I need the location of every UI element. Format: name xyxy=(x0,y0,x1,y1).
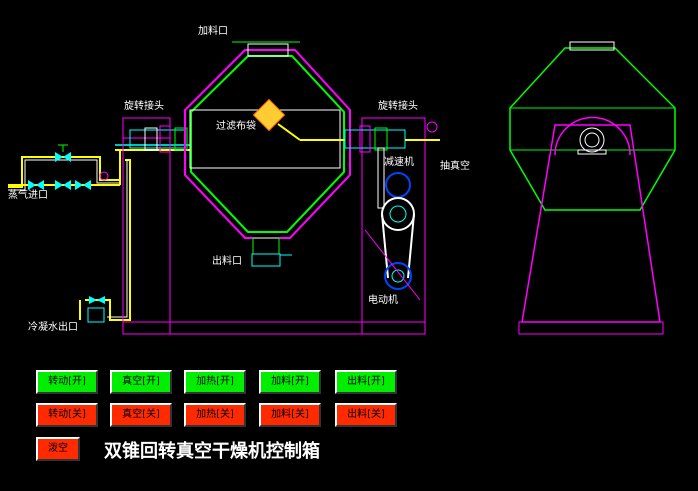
feed-port-label: 加料口 xyxy=(198,26,228,37)
heat-off-button[interactable]: 加热[关] xyxy=(184,403,246,427)
rotary-joint-left-label: 旋转接头 xyxy=(124,101,164,112)
side-view xyxy=(509,41,676,335)
evacuate-button[interactable]: 泼空 xyxy=(36,437,80,461)
discharge-off-button[interactable]: 出料[关] xyxy=(335,403,397,427)
feed-on-button[interactable]: 加料[开] xyxy=(259,370,321,394)
feed-off-button[interactable]: 加料[关] xyxy=(259,403,321,427)
rotary-joint-right-label: 旋转接头 xyxy=(378,101,418,112)
page-title: 双锥回转真空干燥机控制箱 xyxy=(104,441,320,462)
motor-icon xyxy=(364,213,421,301)
double-cone-vessel xyxy=(184,41,351,267)
right-support xyxy=(169,117,426,335)
vacuum-pump-label: 抽真空 xyxy=(440,161,470,172)
rotate-off-button[interactable]: 转动[关] xyxy=(36,403,98,427)
vacuum-on-button[interactable]: 真空[开] xyxy=(110,370,172,394)
steam-inlet-label: 蒸气进口 xyxy=(8,190,48,201)
condensate-outlet-label: 冷凝水出口 xyxy=(28,322,78,333)
vacuum-off-button[interactable]: 真空[关] xyxy=(110,403,172,427)
filter-bag-icon xyxy=(252,98,345,141)
rotary-joint-right xyxy=(344,121,440,153)
discharge-on-button[interactable]: 出料[开] xyxy=(335,370,397,394)
heat-on-button[interactable]: 加热[开] xyxy=(184,370,246,394)
reducer-label: 减速机 xyxy=(384,157,414,168)
rotate-on-button[interactable]: 转动[开] xyxy=(36,370,98,394)
rotary-joint-left xyxy=(129,125,188,153)
filter-bag-label: 过滤布袋 xyxy=(216,121,256,132)
discharge-port-label: 出料口 xyxy=(212,256,242,267)
motor-label: 电动机 xyxy=(368,295,398,306)
valve-icon xyxy=(28,144,109,190)
condensate-pipe xyxy=(79,159,131,323)
